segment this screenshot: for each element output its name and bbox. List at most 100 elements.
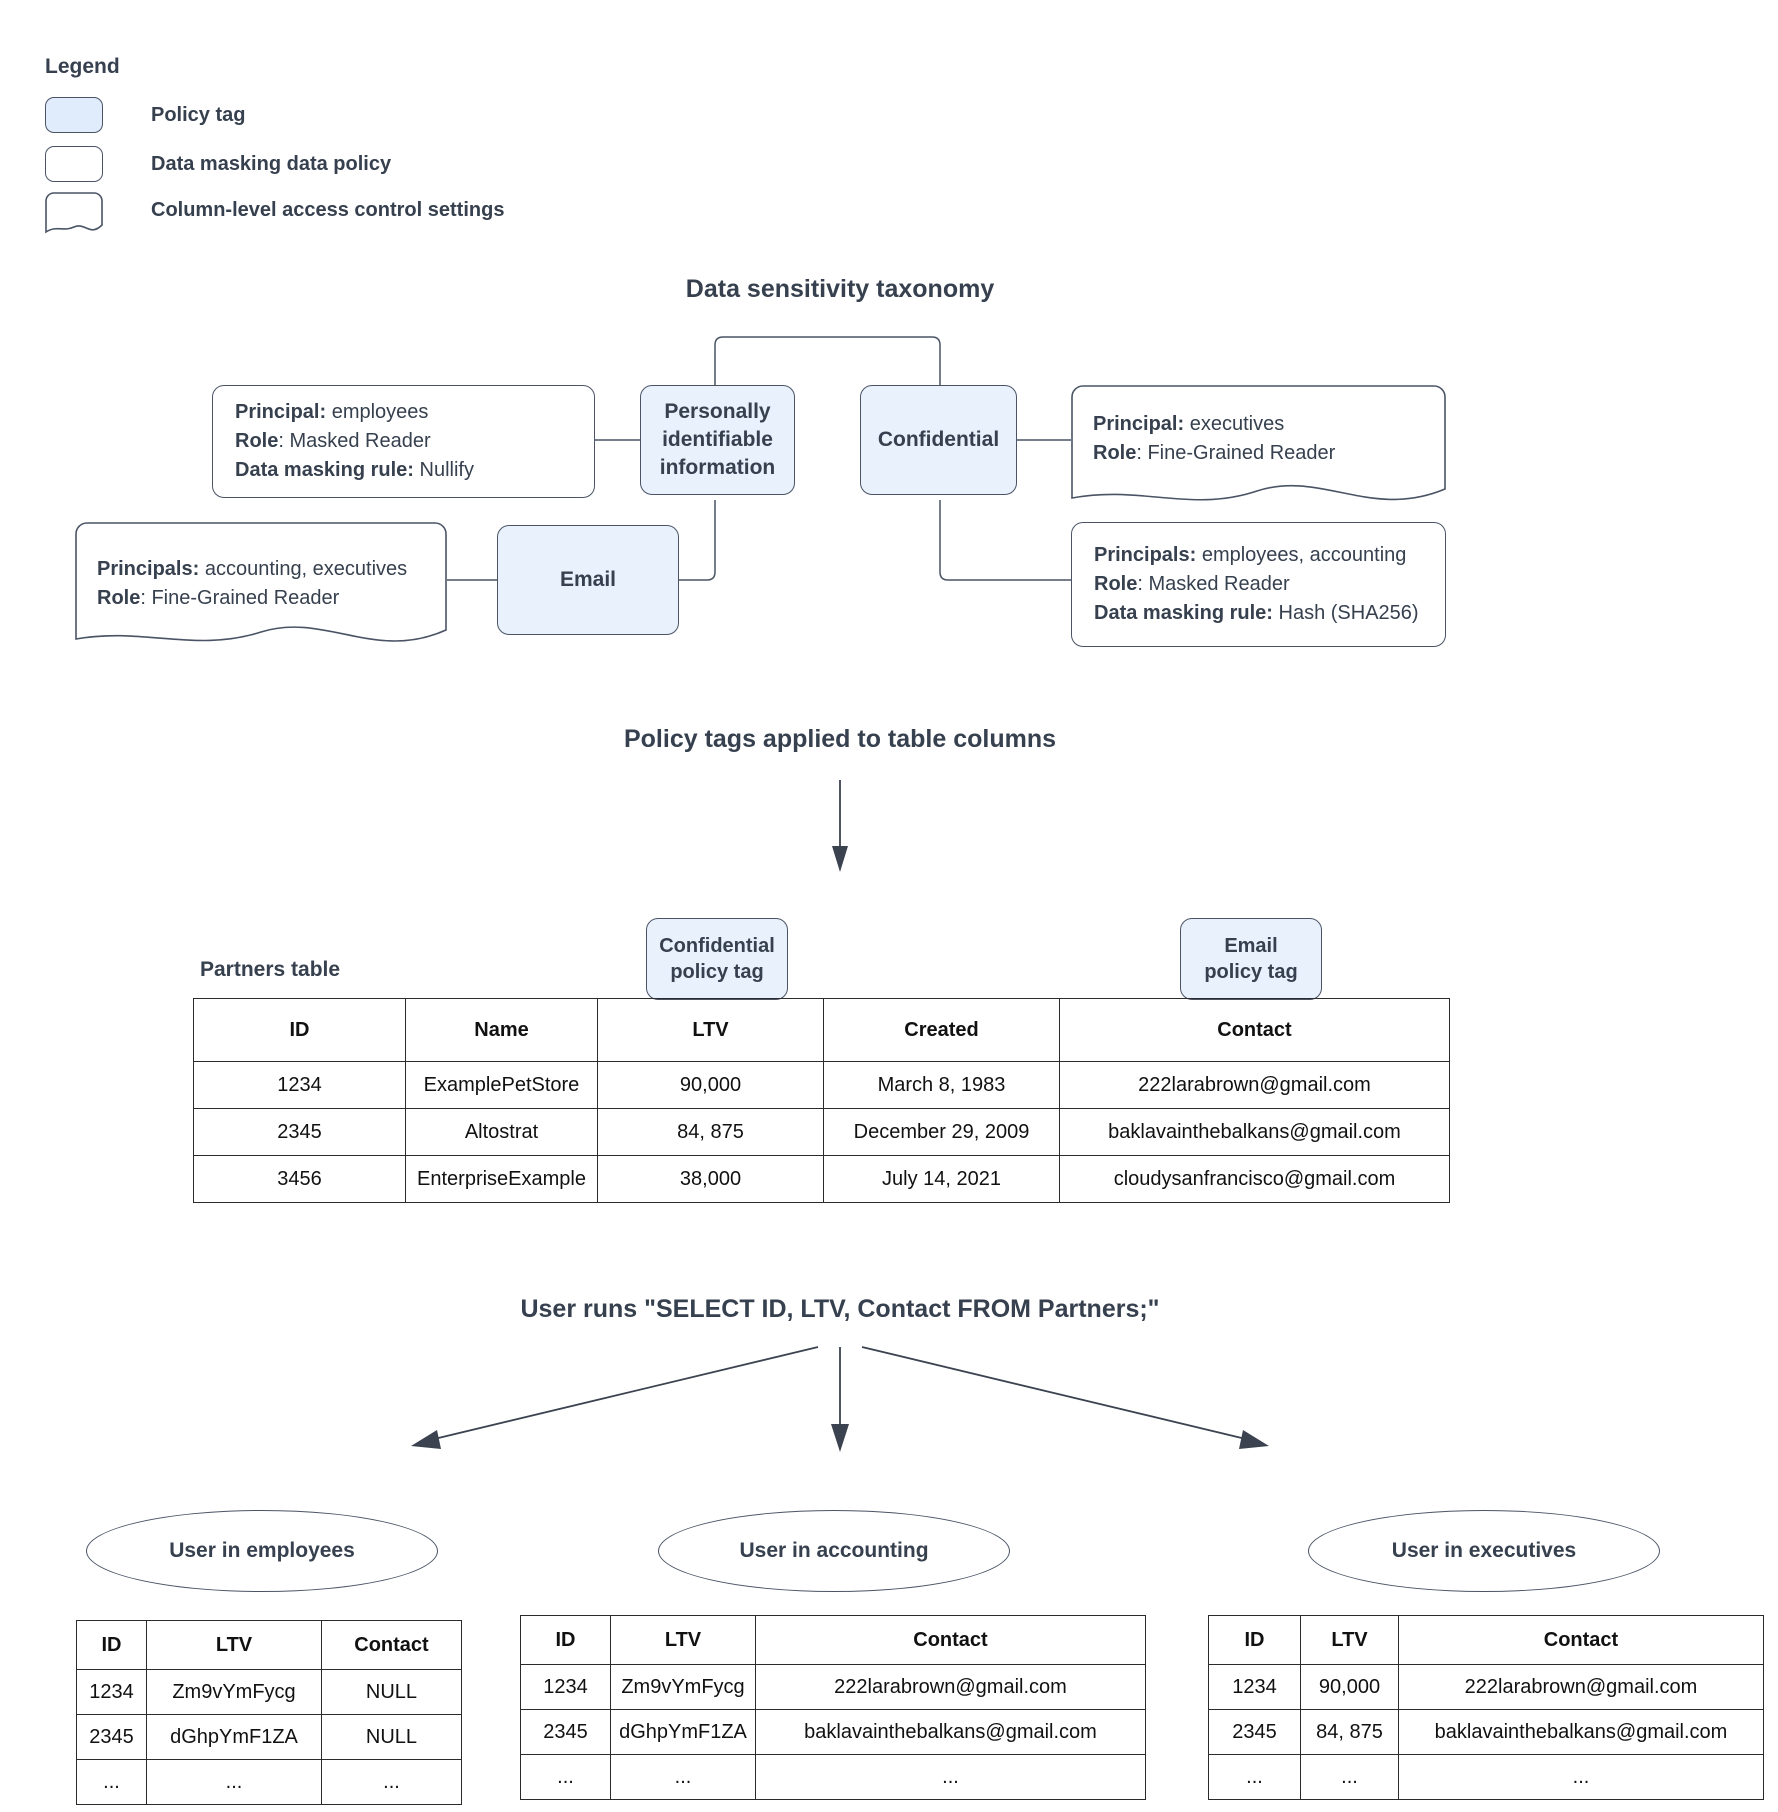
- table-cell: ...: [1398, 1754, 1764, 1800]
- column-tag-email[interactable]: Email policy tag: [1180, 918, 1322, 1000]
- table-cell: ...: [755, 1754, 1146, 1800]
- column-header: ID: [520, 1615, 611, 1665]
- column-header: ID: [1208, 1615, 1301, 1665]
- column-header: Contact: [321, 1620, 462, 1670]
- legend-item-column-access: Column-level access control settings: [45, 192, 505, 234]
- policy-tag-label: Confidential: [877, 428, 1000, 451]
- wavy-box-shape: [1071, 385, 1446, 501]
- policy-tag-email[interactable]: Email: [497, 525, 679, 635]
- policy-line: Principals: accounting, executives: [97, 558, 408, 580]
- table-cell: 90,000: [1300, 1664, 1399, 1710]
- table-cell: ...: [610, 1754, 756, 1800]
- policy-tag-swatch: [45, 97, 103, 133]
- table-cell: 2345: [520, 1709, 611, 1755]
- table-cell: Zm9vYmFycg: [146, 1669, 322, 1715]
- column-header: Contact: [755, 1615, 1146, 1665]
- column-header: Contact: [1398, 1615, 1764, 1665]
- table-cell: ...: [520, 1754, 611, 1800]
- actor-label: User in employees: [169, 1539, 355, 1562]
- policy-line: Data masking rule: Nullify: [235, 459, 474, 481]
- column-tag-line2: policy tag: [670, 961, 764, 983]
- column-header: LTV: [597, 998, 824, 1062]
- table-cell: EnterpriseExample: [405, 1155, 598, 1203]
- table-cell: 2345: [1208, 1709, 1301, 1755]
- wavy-box-shape: [75, 522, 447, 642]
- table-cell: cloudysanfrancisco@gmail.com: [1059, 1155, 1450, 1203]
- applied-arrow: [832, 780, 848, 872]
- query-title: User runs "SELECT ID, LTV, Contact FROM …: [520, 1295, 1160, 1323]
- column-tag-line1: Confidential: [659, 935, 775, 957]
- taxonomy-connectors: [447, 336, 1071, 581]
- actor-label: User in accounting: [739, 1539, 929, 1562]
- table-cell: ...: [1300, 1754, 1399, 1800]
- table-cell: 2345: [193, 1108, 406, 1156]
- column-access-swatch: [45, 192, 103, 234]
- policy-line: Role: Fine-Grained Reader: [1093, 442, 1336, 464]
- policy-box-confidential-masking[interactable]: Principals: employees, accounting Role: …: [1071, 522, 1446, 647]
- table-cell: 1234: [520, 1664, 611, 1710]
- legend-title: Legend: [45, 55, 120, 78]
- column-header: LTV: [1300, 1615, 1399, 1665]
- table-cell: March 8, 1983: [823, 1061, 1060, 1109]
- column-header: ID: [193, 998, 406, 1062]
- table-cell: 84, 875: [1300, 1709, 1399, 1755]
- table-row: .........: [76, 1759, 462, 1805]
- policy-tag-pii[interactable]: Personally identifiable information: [640, 385, 795, 495]
- table-cell: ...: [321, 1759, 462, 1805]
- policy-box-pii-masking[interactable]: Principal: employees Role: Masked Reader…: [212, 385, 595, 498]
- table-cell: baklavainthebalkans@gmail.com: [1398, 1709, 1764, 1755]
- table-cell: ...: [146, 1759, 322, 1805]
- table-cell: July 14, 2021: [823, 1155, 1060, 1203]
- table-cell: baklavainthebalkans@gmail.com: [1059, 1108, 1450, 1156]
- actor-label: User in executives: [1391, 1539, 1577, 1562]
- policy-line: Role: Fine-Grained Reader: [97, 587, 340, 609]
- policy-line: Principal: executives: [1093, 413, 1285, 435]
- table-cell: dGhpYmF1ZA: [610, 1709, 756, 1755]
- table-cell: 38,000: [597, 1155, 824, 1203]
- legend-item-policy-tag: Policy tag: [45, 97, 245, 133]
- table-row: .........: [1208, 1754, 1764, 1800]
- table-cell: ...: [1208, 1754, 1301, 1800]
- actor-employees[interactable]: User in employees: [86, 1510, 438, 1592]
- table-cell: 222larabrown@gmail.com: [1059, 1061, 1450, 1109]
- policy-box-email-access[interactable]: Principals: accounting, executives Role:…: [75, 522, 447, 647]
- actor-accounting[interactable]: User in accounting: [658, 1510, 1010, 1592]
- legend-item-label: Data masking data policy: [151, 152, 392, 175]
- column-tag-confidential[interactable]: Confidential policy tag: [646, 918, 788, 1000]
- table-cell: 1234: [76, 1669, 147, 1715]
- policy-line: Data masking rule: Hash (SHA256): [1094, 602, 1419, 624]
- policy-line: Role: Masked Reader: [1094, 573, 1290, 595]
- legend-item-data-masking: Data masking data policy: [45, 146, 391, 182]
- policy-box-confidential-access[interactable]: Principal: executives Role: Fine-Grained…: [1071, 385, 1446, 505]
- table-cell: ...: [76, 1759, 147, 1805]
- legend-item-label: Policy tag: [151, 103, 246, 126]
- legend-item-label: Column-level access control settings: [151, 198, 505, 221]
- policy-tag-label: Email: [559, 568, 617, 591]
- data-masking-swatch: [45, 146, 103, 182]
- column-header: LTV: [146, 1620, 322, 1670]
- table-cell: baklavainthebalkans@gmail.com: [755, 1709, 1146, 1755]
- table-cell: December 29, 2009: [823, 1108, 1060, 1156]
- policy-line: Principals: employees, accounting: [1094, 544, 1407, 566]
- policy-tag-confidential[interactable]: Confidential: [860, 385, 1017, 495]
- table-cell: 3456: [193, 1155, 406, 1203]
- partners-table-caption: Partners table: [200, 958, 341, 981]
- actor-executives[interactable]: User in executives: [1308, 1510, 1660, 1592]
- policy-tag-label: Personally identifiable information: [659, 400, 776, 479]
- column-header: LTV: [610, 1615, 756, 1665]
- policy-line: Principal: employees: [235, 401, 429, 423]
